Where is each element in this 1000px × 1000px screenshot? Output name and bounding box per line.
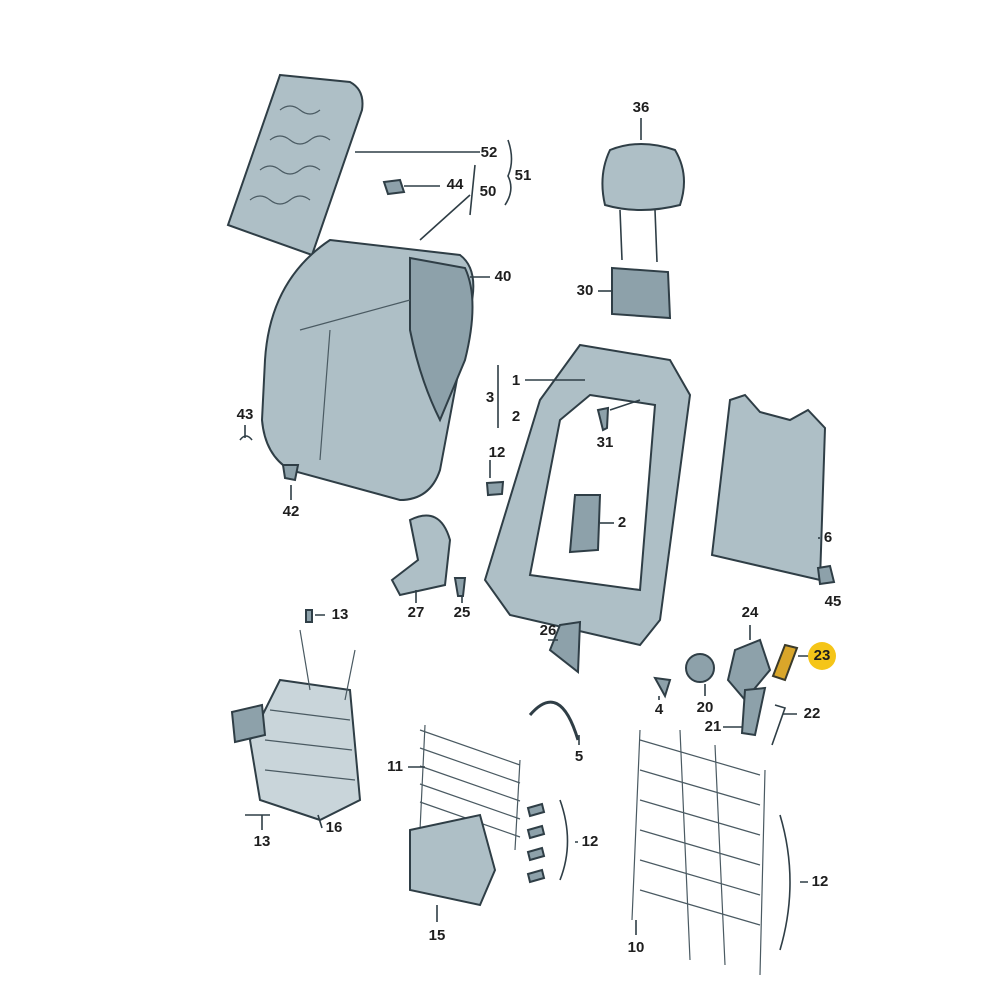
clip-13 (305, 609, 313, 623)
callout-11[interactable]: 11 (387, 758, 403, 775)
lumbar-support-16 (230, 629, 362, 822)
spring-mat-10 (631, 729, 766, 976)
bolt-4 (653, 676, 672, 699)
spring-mat-11 (409, 724, 521, 907)
lever-housing-24 (726, 638, 772, 702)
handle-23 (771, 643, 799, 682)
clips-12 (526, 802, 546, 884)
callout-24[interactable]: 24 (742, 604, 759, 621)
callout-43[interactable]: 43 (237, 406, 254, 423)
callout-1[interactable]: 1 (512, 372, 520, 389)
clip-44 (382, 178, 406, 196)
callout-50[interactable]: 50 (480, 183, 497, 200)
heating-mat-52 (226, 73, 480, 257)
callout-45[interactable]: 45 (825, 593, 842, 610)
screw-25 (453, 577, 467, 597)
clip-42 (281, 464, 300, 482)
callout-23[interactable]: 23 (814, 647, 831, 664)
callout-12c[interactable]: 12 (812, 873, 829, 890)
callout-25[interactable]: 25 (454, 604, 471, 621)
headrest-guide-30 (611, 266, 672, 320)
trim-26 (548, 620, 582, 674)
clip-12 (485, 480, 505, 497)
callout-2b[interactable]: 2 (618, 514, 626, 531)
bracket-2 (568, 494, 602, 554)
callout-20[interactable]: 20 (697, 699, 714, 716)
headrest-36 (601, 118, 685, 263)
callout-13[interactable]: 13 (332, 606, 349, 623)
callout-22[interactable]: 22 (804, 705, 821, 722)
wire-5 (528, 700, 580, 741)
callout-4[interactable]: 4 (655, 701, 664, 718)
callout-52[interactable]: 52 (481, 144, 498, 161)
back-panel-6 (710, 393, 827, 582)
callout-16[interactable]: 16 (326, 819, 343, 836)
spring-22 (771, 704, 787, 746)
callout-6[interactable]: 6 (824, 529, 832, 546)
callout-12[interactable]: 12 (489, 444, 506, 461)
clip-43 (239, 435, 253, 441)
callout-36[interactable]: 36 (633, 99, 650, 116)
bolt-31 (596, 406, 610, 432)
callout-13b[interactable]: 13 (254, 833, 271, 850)
callout-27[interactable]: 27 (408, 604, 425, 621)
side-trim-27 (390, 514, 452, 597)
callout-10[interactable]: 10 (628, 939, 645, 956)
callout-40[interactable]: 40 (495, 268, 512, 285)
callout-5[interactable]: 5 (575, 748, 583, 765)
backrest-cover-40 (260, 194, 490, 502)
highlight-marker-23 (808, 642, 836, 670)
knob-20 (685, 653, 715, 683)
callout-30[interactable]: 30 (577, 282, 594, 299)
lever-21 (740, 686, 767, 737)
callout-12b[interactable]: 12 (582, 833, 599, 850)
callout-31[interactable]: 31 (597, 434, 614, 451)
callout-3[interactable]: 3 (486, 389, 494, 406)
callout-15[interactable]: 15 (429, 927, 446, 944)
clip-45 (816, 564, 836, 586)
callout-labels: 52 51 44 50 36 40 30 1 3 2 31 43 12 42 2… (237, 99, 842, 956)
callout-2[interactable]: 2 (512, 408, 520, 425)
callout-51[interactable]: 51 (515, 167, 532, 184)
callout-26[interactable]: 26 (540, 622, 557, 639)
callout-42[interactable]: 42 (283, 503, 300, 520)
callout-21[interactable]: 21 (705, 718, 722, 735)
callout-44[interactable]: 44 (447, 176, 464, 193)
